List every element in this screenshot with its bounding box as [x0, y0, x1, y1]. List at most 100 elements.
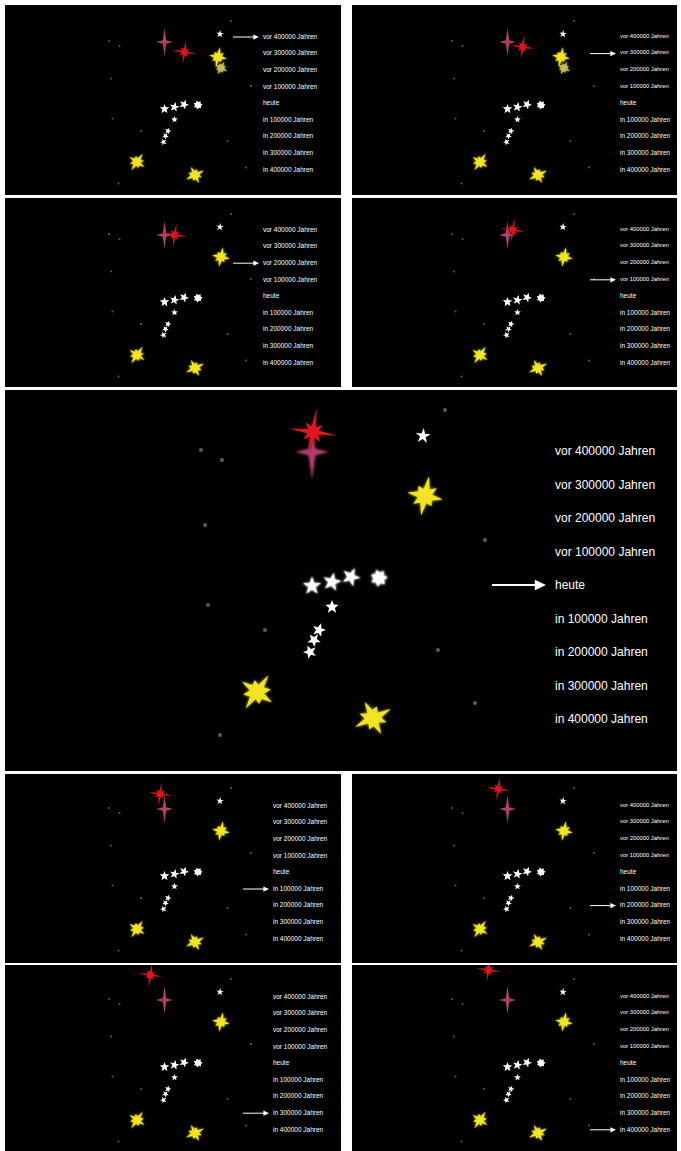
time-panel: vor 400000 Jahrenvor 300000 Jahrenvor 20… — [352, 774, 677, 963]
white-star — [559, 30, 567, 37]
belt-star — [170, 1060, 179, 1069]
sword-star — [171, 883, 178, 889]
time-label: heute — [555, 579, 585, 591]
belt-star — [537, 1059, 546, 1068]
faint-star — [227, 1098, 229, 1100]
time-arrow — [233, 263, 256, 264]
time-label: in 400000 Jahren — [620, 936, 670, 943]
time-label: heute — [620, 293, 636, 300]
time-arrow-head — [610, 277, 616, 282]
belt-star — [180, 100, 189, 109]
belt-star — [194, 1059, 203, 1068]
time-label: vor 200000 Jahren — [555, 512, 655, 524]
time-label: in 200000 Jahren — [273, 1093, 323, 1100]
red-star — [501, 218, 525, 242]
belt-star — [160, 297, 170, 306]
belt-star — [523, 100, 531, 109]
yellow-star — [242, 676, 272, 709]
belt-star — [303, 577, 320, 593]
time-label: heute — [620, 869, 636, 876]
time-arrow-head — [253, 34, 259, 39]
faint-star — [593, 852, 595, 854]
faint-star — [462, 238, 464, 240]
belt-star — [537, 868, 546, 877]
faint-star — [483, 130, 485, 132]
time-label: vor 400000 Jahren — [273, 803, 327, 810]
faint-star — [483, 897, 485, 899]
faint-star — [119, 1003, 121, 1005]
sword-star — [165, 128, 171, 135]
time-label: in 200000 Jahren — [620, 326, 670, 333]
time-label: in 100000 Jahren — [620, 1077, 670, 1084]
belt-star — [342, 568, 361, 587]
yellow-star — [186, 167, 204, 183]
sword-star — [514, 1074, 521, 1080]
faint-star — [119, 45, 121, 47]
time-arrow — [590, 1129, 613, 1130]
time-label: in 300000 Jahren — [620, 343, 670, 350]
red-star — [486, 777, 510, 801]
time-arrow — [590, 905, 613, 906]
sword-star — [514, 116, 521, 122]
white-star — [559, 797, 567, 804]
yellow-star — [555, 821, 573, 841]
belt-star — [170, 102, 179, 111]
time-panel: vor 400000 Jahrenvor 300000 Jahrenvor 20… — [5, 390, 677, 771]
faint-star — [110, 78, 112, 80]
time-label: in 300000 Jahren — [620, 150, 670, 157]
time-label: in 300000 Jahren — [555, 680, 648, 692]
time-label: vor 100000 Jahren — [620, 853, 669, 859]
belt-star — [180, 867, 189, 876]
time-arrow — [590, 279, 613, 280]
faint-star — [230, 787, 232, 789]
faint-star — [250, 1043, 252, 1045]
time-label: vor 200000 Jahren — [620, 67, 669, 73]
faint-star — [483, 323, 485, 325]
sword-star — [160, 332, 166, 339]
faint-star — [451, 233, 453, 235]
faint-star — [206, 603, 210, 607]
belt-star — [537, 294, 545, 302]
belt-star — [171, 296, 179, 305]
time-label: vor 100000 Jahren — [273, 853, 327, 860]
time-label: vor 100000 Jahren — [263, 84, 317, 91]
pink-star — [499, 28, 516, 56]
time-label: vor 200000 Jahren — [620, 836, 669, 842]
time-label: in 200000 Jahren — [555, 646, 648, 658]
yellow-star — [212, 821, 230, 841]
time-label: in 400000 Jahren — [263, 167, 313, 174]
yellow-star — [529, 1125, 547, 1141]
faint-star — [436, 648, 440, 652]
faint-star — [140, 130, 142, 132]
belt-star — [180, 1058, 188, 1067]
belt-star — [180, 293, 189, 302]
time-label: in 300000 Jahren — [263, 150, 313, 157]
time-label: vor 300000 Jahren — [273, 819, 327, 826]
white-star — [216, 797, 224, 804]
faint-star — [473, 701, 477, 705]
faint-star — [451, 807, 453, 809]
time-arrow-head — [610, 51, 616, 56]
pink-star — [156, 28, 173, 56]
time-arrow — [243, 889, 266, 890]
sword-star — [165, 895, 171, 902]
time-label: in 200000 Jahren — [620, 133, 670, 140]
time-label: vor 100000 Jahren — [273, 1044, 327, 1051]
faint-star — [245, 360, 247, 362]
time-label: vor 400000 Jahren — [620, 994, 669, 1000]
faint-star — [453, 1036, 455, 1038]
yellow-star — [130, 1112, 145, 1129]
sword-star — [505, 133, 512, 139]
faint-star — [573, 978, 575, 980]
belt-star — [372, 570, 387, 586]
faint-star — [119, 238, 121, 240]
faint-star — [451, 998, 453, 1000]
faint-star — [588, 934, 590, 936]
time-label: vor 400000 Jahren — [263, 227, 317, 234]
faint-star — [483, 538, 487, 542]
sword-star — [508, 895, 514, 902]
time-label: in 400000 Jahren — [263, 360, 313, 367]
belt-star — [513, 102, 522, 111]
faint-star — [570, 1098, 572, 1100]
belt-star — [303, 576, 322, 594]
